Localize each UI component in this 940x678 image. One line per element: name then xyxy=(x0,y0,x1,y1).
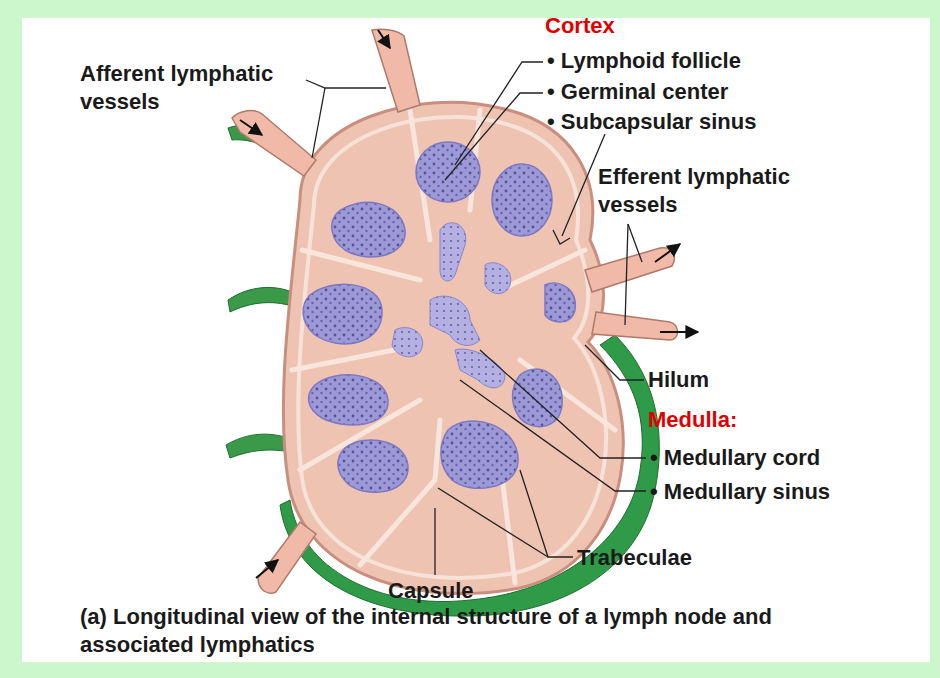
part-label: • Germinal center xyxy=(547,78,728,106)
part-label: Trabeculae xyxy=(577,544,692,572)
part-label: • Medullary sinus xyxy=(650,478,830,506)
part-label: Efferent lymphatic vessels xyxy=(598,163,838,218)
part-label: Capsule xyxy=(388,577,474,605)
region-heading: Medulla: xyxy=(648,406,737,434)
part-label: Afferent lymphatic vessels xyxy=(80,60,310,115)
figure-caption: (a) Longitudinal view of the internal st… xyxy=(80,603,880,658)
region-heading: Cortex xyxy=(545,12,615,40)
part-label: • Subcapsular sinus xyxy=(547,108,756,136)
part-label: Hilum xyxy=(648,366,709,394)
part-label: • Medullary cord xyxy=(650,444,820,472)
part-label: • Lymphoid follicle xyxy=(547,47,741,75)
